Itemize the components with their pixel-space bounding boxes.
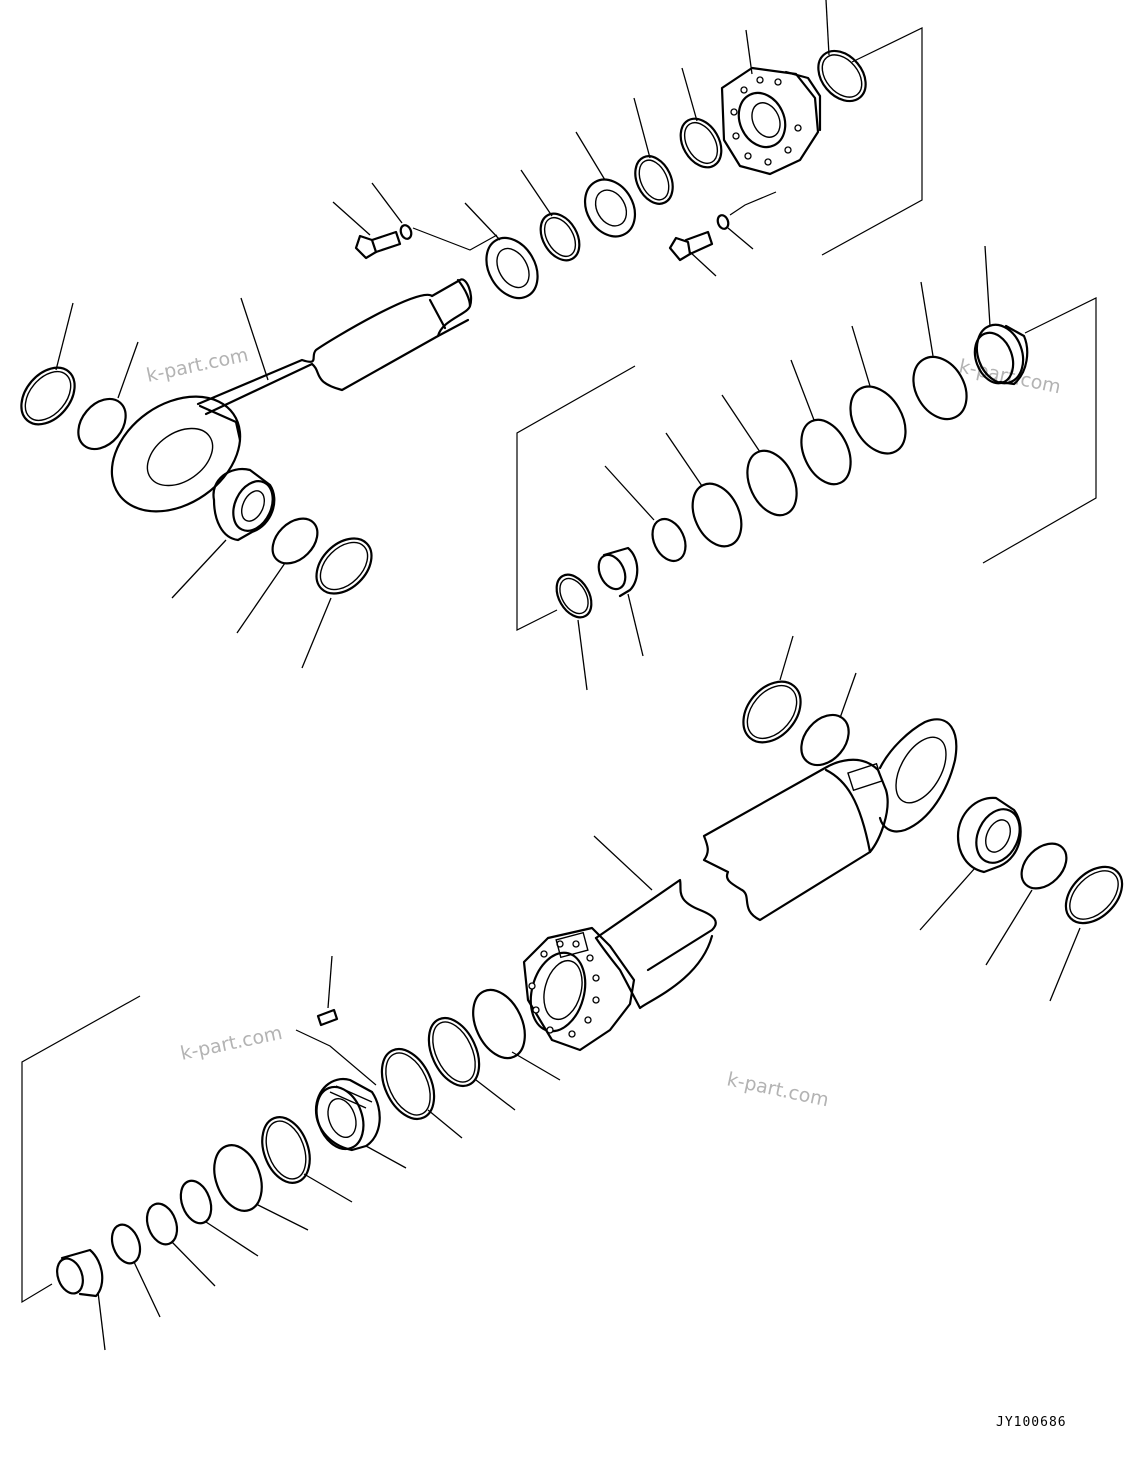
o-ring <box>179 1179 213 1225</box>
rod-bushing-ring <box>800 418 852 486</box>
rod-bushing-ring <box>746 449 798 517</box>
watermark: k-part.com <box>178 1022 284 1065</box>
o-ring <box>271 517 319 565</box>
piston-ring <box>380 1047 436 1121</box>
rod-seal <box>912 355 968 421</box>
o-ring <box>555 573 593 619</box>
buffer-ring <box>849 385 907 455</box>
snap-ring <box>691 482 743 548</box>
figure-code: JY100686 <box>996 1415 1067 1430</box>
wear-ring <box>472 988 526 1060</box>
o-ring <box>634 155 674 205</box>
bolt-icon <box>668 230 714 262</box>
watermark: k-part.com <box>725 1068 831 1111</box>
bushing-icon <box>212 467 276 542</box>
o-ring <box>20 366 76 426</box>
washer-icon <box>716 214 730 230</box>
watermark: k-part.com <box>144 344 250 387</box>
cylinder-tube-icon <box>522 718 958 1052</box>
o-ring <box>1020 842 1068 890</box>
cushion-ring-icon <box>56 1248 104 1298</box>
dust-seal <box>315 537 373 595</box>
bushing-icon <box>597 546 639 598</box>
small-ring <box>651 517 687 563</box>
piston-ring <box>213 1144 263 1212</box>
o-ring <box>77 397 127 451</box>
dust-seal <box>1064 865 1124 925</box>
piston-rod-icon <box>110 278 473 513</box>
o-ring <box>742 680 802 744</box>
small-ring <box>145 1202 179 1246</box>
bolt-icon <box>354 230 402 260</box>
washer-icon <box>399 224 413 240</box>
shim-plate <box>485 236 539 300</box>
set-screw-icon <box>316 1008 339 1027</box>
shim-plate <box>583 178 637 238</box>
dust-seal <box>539 212 581 262</box>
o-ring <box>817 49 867 103</box>
small-ring <box>110 1223 142 1265</box>
bushing-icon <box>956 796 1022 874</box>
piston-seal <box>427 1016 481 1088</box>
o-ring <box>800 713 850 767</box>
backup-ring <box>679 117 723 169</box>
leader-line <box>745 29 753 75</box>
cylinder-head-icon <box>720 66 822 176</box>
wear-ring <box>261 1116 311 1184</box>
piston-icon <box>314 1077 381 1152</box>
